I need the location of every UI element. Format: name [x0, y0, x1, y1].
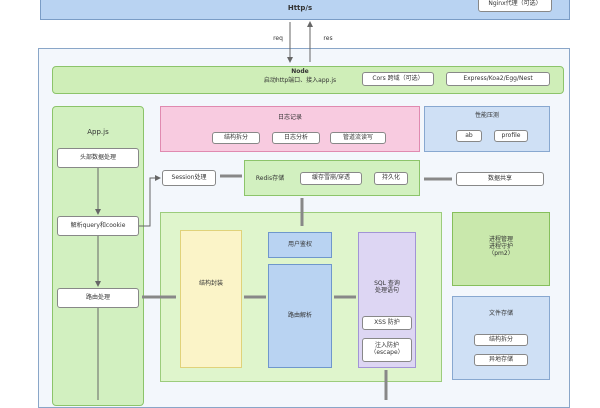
http-banner — [40, 0, 570, 20]
process-panel — [452, 212, 550, 286]
http-label: Http/s — [287, 4, 313, 12]
log-item-structure: 结构拆分 — [212, 132, 260, 144]
nginx-proxy-box: Nginx代理（可选） — [478, 0, 552, 12]
xss-box: XSS 防护 — [362, 316, 412, 330]
log-title: 日志记录 — [277, 114, 302, 121]
inject-box: 注入防护 （escape） — [362, 338, 412, 362]
log-panel — [160, 106, 420, 152]
parse-query-cookie-box: 解析query和cookie — [57, 216, 139, 236]
sql-label: SQL 查询 处理语句 — [374, 280, 400, 295]
framework-box: Express/Koa2/Egg/Nest — [446, 72, 550, 86]
log-item-analysis: 日志分析 — [272, 132, 320, 144]
process-label: 进程管理 进程守护 （pm2） — [488, 236, 514, 258]
res-label: res — [323, 35, 333, 42]
route-parse-panel — [268, 264, 332, 368]
file-title: 文件存储 — [488, 310, 513, 317]
auth-label: 用户鉴权 — [287, 241, 312, 248]
req-label: req — [273, 35, 283, 42]
data-share-box: 数据共享 — [456, 172, 544, 186]
perf-panel — [424, 106, 550, 152]
appjs-title: App.js — [87, 128, 109, 136]
node-subtitle: 启动http端口、接入app.js — [263, 77, 337, 84]
perf-item-profile: profile — [494, 130, 528, 142]
perf-title: 性能压测 — [474, 112, 499, 119]
redis-title: Redis存储 — [255, 175, 285, 182]
log-item-stream: 管道流读写 — [330, 132, 386, 144]
file-item-structure: 结构拆分 — [474, 334, 528, 346]
route-parse-label: 路由解析 — [287, 312, 312, 319]
redis-item-persist: 持久化 — [374, 172, 408, 185]
struct-label: 结构封装 — [198, 280, 223, 287]
struct-panel — [180, 230, 242, 368]
cors-box: Cors 跨域（可选） — [362, 72, 434, 86]
routing-box: 路由处理 — [57, 288, 139, 308]
node-title: Node — [291, 68, 309, 75]
session-box: Session处理 — [162, 170, 216, 186]
perf-item-ab: ab — [456, 130, 482, 142]
auth-panel — [268, 232, 332, 258]
file-item-remote: 异地存储 — [474, 354, 528, 366]
header-handling-box: 头部数据处理 — [57, 148, 139, 168]
redis-item-cache: 缓存雪崩/穿透 — [300, 172, 362, 185]
